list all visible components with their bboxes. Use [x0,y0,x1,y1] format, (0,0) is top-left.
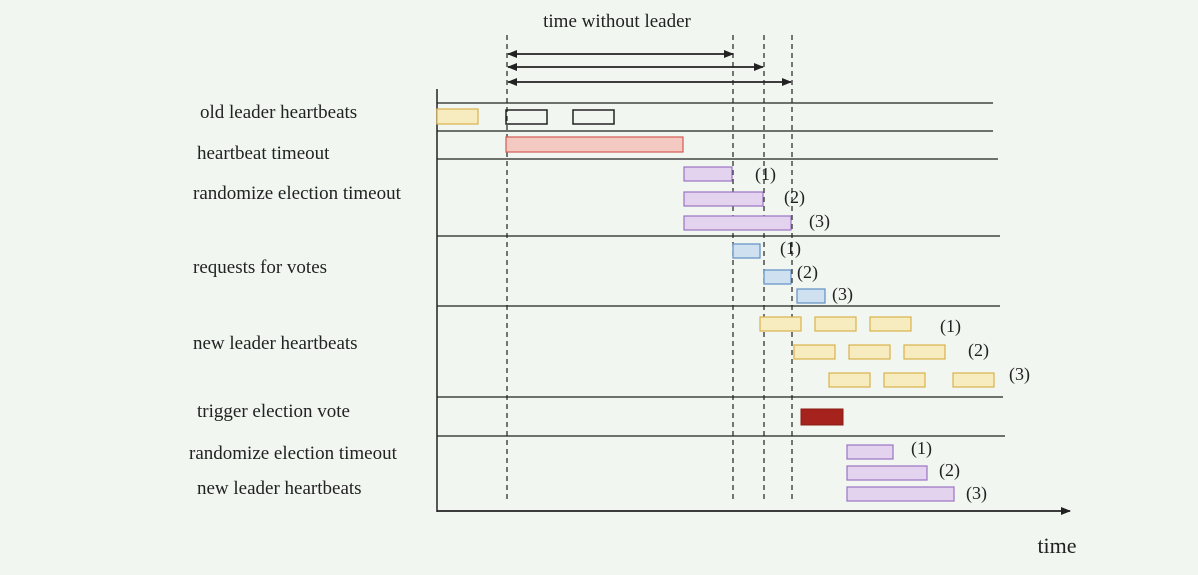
new-leader-heartbeat-bar [848,344,891,360]
election-timeout-bar-1 [846,444,894,460]
marker-1: (1) [940,316,961,337]
marker-3: (3) [1009,364,1030,385]
marker-1: (1) [755,164,776,185]
vote-request-bar-2 [763,269,792,285]
new-leader-heartbeat-bar [759,316,802,332]
heartbeat-timeout-bar [505,136,684,153]
row-label-randomize-election-timeout-2: randomize election timeout [189,443,398,464]
time-axis-label: time [1037,533,1076,558]
marker-3: (3) [809,211,830,232]
marker-2: (2) [797,262,818,283]
row-label-requests-for-votes: requests for votes [193,257,327,278]
row-label-heartbeat-timeout: heartbeat timeout [197,143,330,164]
new-leader-heartbeat-bar [814,316,857,332]
election-timeout-bar-3 [683,215,792,231]
trigger-election-vote-bar [800,408,844,426]
marker-3: (3) [966,483,987,504]
election-timeout-bar-3 [846,486,955,502]
marker-1: (1) [780,238,801,259]
marker-2: (2) [784,187,805,208]
marker-1: (1) [911,438,932,459]
row-label-new-leader-heartbeats: new leader heartbeats [193,333,358,354]
new-leader-heartbeat-bar [869,316,912,332]
vote-request-bar-3 [796,288,826,304]
election-timeout-bar-2 [846,465,928,481]
election-timeout-bar-2 [683,191,764,207]
new-leader-heartbeat-bar [952,372,995,388]
row-label-new-leader-heartbeats-2: new leader heartbeats [197,478,362,499]
marker-2: (2) [968,340,989,361]
election-timeout-bar-1 [683,166,733,182]
diagram-title: time without leader [543,11,691,32]
marker-3: (3) [832,284,853,305]
row-label-old-leader-heartbeats: old leader heartbeats [200,102,357,123]
old-leader-heartbeat-bar [436,108,479,125]
new-leader-heartbeat-bar [883,372,926,388]
marker-2: (2) [939,460,960,481]
missed-heartbeat-bar [505,109,548,125]
row-label-randomize-election-timeout: randomize election timeout [193,183,402,204]
vote-request-bar-1 [732,243,761,259]
new-leader-heartbeat-bar [828,372,871,388]
row-label-trigger-election-vote: trigger election vote [197,401,350,422]
missed-heartbeat-bar [572,109,615,125]
new-leader-heartbeat-bar [903,344,946,360]
new-leader-heartbeat-bar [793,344,836,360]
